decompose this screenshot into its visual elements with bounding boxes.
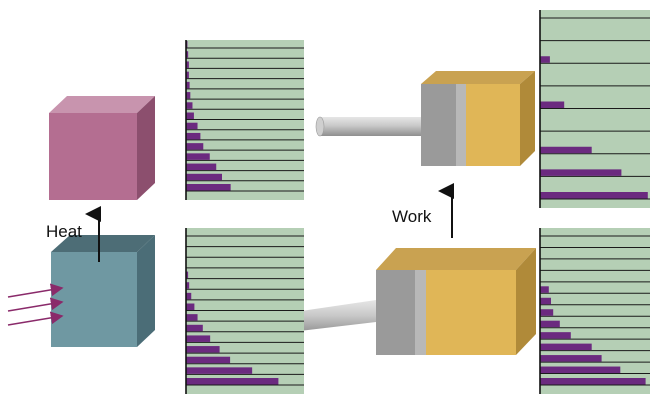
- occupancy-bar: [540, 297, 551, 305]
- level-panel-background: [540, 228, 650, 394]
- occupancy-bar: [186, 324, 203, 332]
- occupancy-bar: [186, 71, 189, 79]
- occupancy-bar: [186, 61, 189, 68]
- occupancy-bar: [186, 303, 195, 310]
- occupancy-bar: [186, 132, 201, 140]
- work-label: Work: [392, 207, 432, 226]
- occupancy-bar: [540, 332, 571, 339]
- upper-piston-rod: [315, 116, 444, 137]
- incoming-heat-arrows: [7, 283, 64, 326]
- occupancy-bar: [186, 102, 193, 109]
- occupancy-bar: [540, 355, 602, 362]
- occupancy-bar: [186, 367, 253, 374]
- occupancy-bar: [540, 378, 646, 385]
- cold-cube: [51, 235, 155, 347]
- occupancy-bar: [186, 292, 192, 300]
- compressed-gas-levels: [539, 10, 650, 208]
- occupancy-bar: [186, 314, 198, 321]
- upper-piston: [315, 71, 535, 166]
- occupancy-bar: [186, 92, 191, 99]
- expanded-gas-levels: [539, 228, 650, 394]
- occupancy-bar: [186, 184, 231, 191]
- occupancy-bar: [540, 146, 592, 154]
- occupancy-bar: [186, 346, 220, 353]
- occupancy-bar: [540, 192, 648, 199]
- occupancy-bar: [186, 51, 189, 58]
- occupancy-bar: [186, 112, 194, 119]
- heat-label: Heat: [46, 222, 82, 241]
- occupancy-bar: [186, 173, 222, 181]
- occupancy-bar: [186, 335, 211, 342]
- occupancy-bar: [540, 169, 622, 176]
- occupancy-bar: [186, 81, 190, 89]
- occupancy-bar: [540, 320, 560, 328]
- heated-cube-levels: [185, 40, 304, 200]
- occupancy-bar: [186, 356, 231, 364]
- occupancy-bar: [540, 56, 550, 63]
- occupancy-bar: [186, 378, 279, 385]
- occupancy-bar: [540, 309, 554, 316]
- occupancy-bar: [186, 163, 217, 171]
- occupancy-bar: [186, 122, 198, 130]
- occupancy-bar: [186, 282, 190, 289]
- occupancy-bar: [540, 366, 621, 374]
- occupancy-bar: [540, 343, 592, 351]
- occupancy-bar: [186, 153, 210, 160]
- occupancy-bar: [186, 271, 189, 279]
- cold-cube-levels: [185, 228, 304, 394]
- hot-cube: [49, 96, 155, 200]
- lower-piston: [269, 248, 536, 355]
- occupancy-bar: [540, 286, 549, 293]
- occupancy-bar: [186, 143, 204, 150]
- occupancy-bar: [540, 101, 565, 108]
